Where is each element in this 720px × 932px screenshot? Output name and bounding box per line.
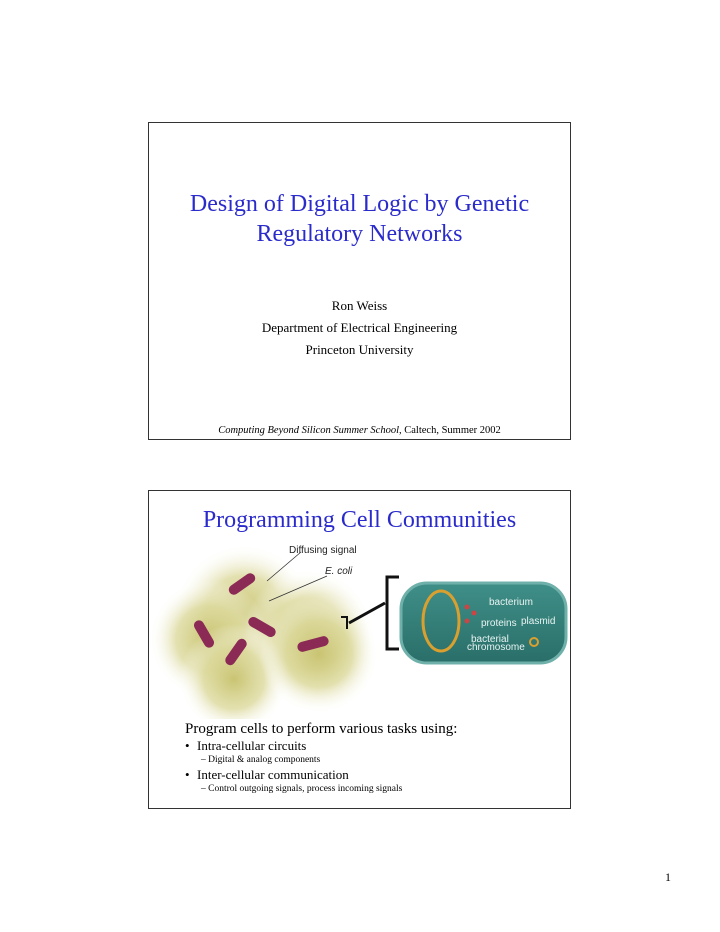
protein-dot — [464, 604, 470, 610]
bullet-text: Intra-cellular circuits — [197, 738, 307, 753]
author-block: Ron Weiss Department of Electrical Engin… — [149, 295, 570, 361]
bacterial-chromosome — [421, 589, 461, 653]
label-chromosome-line-1: bacterial — [471, 634, 509, 645]
ecoli-cell — [225, 638, 247, 666]
ecoli-cell — [297, 636, 329, 652]
slide-2-body: Program cells to perform various tasks u… — [185, 720, 565, 796]
slide-1-footer: Computing Beyond Silicon Summer School, … — [149, 425, 570, 439]
protein-dot — [464, 618, 470, 624]
author-department: Department of Electrical Engineering — [261, 320, 458, 335]
pointer-lines — [266, 551, 328, 602]
slide-2-title: Programming Cell Communities — [202, 507, 517, 533]
footer-location: Caltech, Summer 2002 — [401, 425, 501, 436]
bacterium-body — [399, 581, 568, 665]
zoom-bracket — [341, 575, 399, 651]
slide-1: Design of Digital Logic by Genetic Regul… — [148, 122, 571, 440]
ecoli-cell — [228, 573, 256, 595]
bullet-dot-icon: • — [185, 738, 190, 753]
slide-1-title: Design of Digital Logic by Genetic Regul… — [149, 189, 570, 249]
diffusing-signal-halos — [149, 544, 379, 719]
ecoli-cell — [248, 617, 276, 637]
lead-text: Program cells to perform various tasks u… — [185, 721, 458, 737]
label-plasmid: plasmid — [521, 616, 555, 627]
bullet-dot-icon: • — [185, 767, 190, 782]
bullet-item: • Intra-cellular circuits — [185, 738, 565, 754]
footer-event: Computing Beyond Silicon Summer School, — [218, 425, 402, 436]
cell-community-figure: Diffusing signal E. coli bacterium prote… — [149, 544, 568, 719]
plasmid — [529, 637, 539, 647]
page-number: 1 — [665, 870, 671, 884]
sub-bullet-text: Digital & analog components — [208, 755, 321, 765]
sub-bullet-item: – Control outgoing signals, process inco… — [201, 784, 403, 794]
label-ecoli: E. coli — [325, 566, 353, 577]
sub-bullet-item: – Digital & analog components — [201, 755, 321, 765]
ecoli-cell — [194, 620, 214, 648]
bacterium-diagram: bacterium proteins plasmid bacterial chr… — [399, 581, 568, 665]
bullet-text: Inter-cellular communication — [197, 767, 349, 782]
ecoli-cells — [194, 573, 329, 666]
label-proteins: proteins — [481, 618, 517, 629]
sub-bullet-text: Control outgoing signals, process incomi… — [208, 784, 403, 794]
author-university: Princeton University — [305, 342, 414, 357]
protein-dot — [471, 610, 477, 616]
slide-1-title-line-2: Regulatory Networks — [256, 221, 463, 247]
bullet-item: • Inter-cellular communication — [185, 767, 565, 783]
slide-1-title-line-1: Design of Digital Logic by Genetic — [189, 191, 530, 217]
label-diffusing-signal: Diffusing signal — [289, 545, 357, 556]
label-bacterium: bacterium — [489, 597, 533, 608]
author-name: Ron Weiss — [331, 298, 388, 313]
slide-2: Programming Cell Communities — [148, 490, 571, 809]
label-chromosome-line-2: chromosome — [467, 642, 525, 653]
